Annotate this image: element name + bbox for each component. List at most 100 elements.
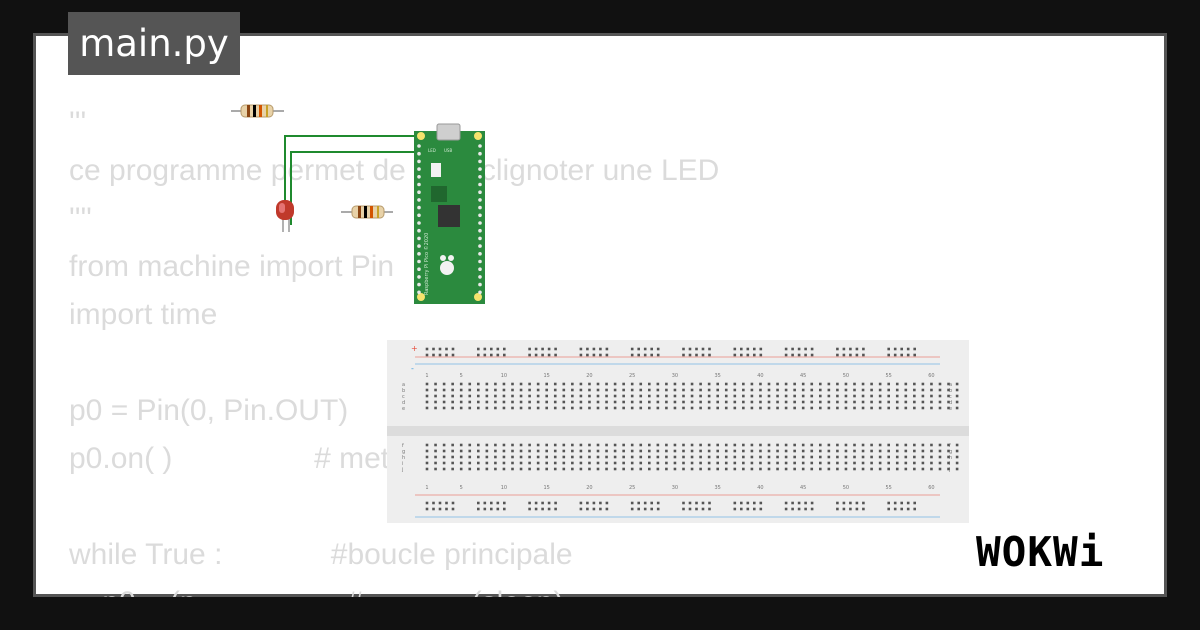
breadboard-hole[interactable] xyxy=(853,388,856,392)
breadboard-hole[interactable] xyxy=(519,455,523,459)
breadboard-hole[interactable] xyxy=(485,455,489,459)
breadboard-hole[interactable] xyxy=(468,461,472,465)
breadboard-hole[interactable] xyxy=(716,467,719,471)
breadboard-hole[interactable] xyxy=(895,406,899,410)
breadboard-hole[interactable] xyxy=(733,353,737,357)
breadboard-hole[interactable] xyxy=(855,353,859,357)
breadboard-hole[interactable] xyxy=(746,501,750,505)
breadboard-hole[interactable] xyxy=(605,501,609,505)
breadboard-hole[interactable] xyxy=(648,406,651,410)
breadboard-hole[interactable] xyxy=(656,449,660,453)
breadboard-hole[interactable] xyxy=(605,461,608,465)
breadboard-hole[interactable] xyxy=(810,382,814,386)
breadboard-hole[interactable] xyxy=(547,501,551,505)
breadboard-hole[interactable] xyxy=(753,507,756,511)
breadboard-hole[interactable] xyxy=(913,382,916,386)
breadboard-hole[interactable] xyxy=(801,382,805,386)
breadboard-hole[interactable] xyxy=(887,394,890,398)
breadboard-hole[interactable] xyxy=(955,394,959,398)
breadboard-hole[interactable] xyxy=(656,455,660,459)
breadboard-hole[interactable] xyxy=(742,449,745,453)
breadboard-hole[interactable] xyxy=(571,406,574,410)
breadboard-hole[interactable] xyxy=(913,347,916,351)
breadboard-hole[interactable] xyxy=(836,449,839,453)
breadboard-hole[interactable] xyxy=(554,347,557,351)
breadboard-hole[interactable] xyxy=(784,394,788,398)
breadboard-hole[interactable] xyxy=(519,400,523,404)
breadboard-hole[interactable] xyxy=(893,501,897,505)
breadboard-hole[interactable] xyxy=(445,501,448,505)
breadboard-hole[interactable] xyxy=(836,461,839,465)
breadboard-hole[interactable] xyxy=(451,467,454,471)
breadboard-hole[interactable] xyxy=(553,449,557,453)
breadboard-hole[interactable] xyxy=(853,394,856,398)
breadboard-hole[interactable] xyxy=(511,467,514,471)
breadboard-hole[interactable] xyxy=(862,507,865,511)
breadboard-hole[interactable] xyxy=(707,388,711,392)
breadboard-hole[interactable] xyxy=(695,347,698,351)
breadboard-hole[interactable] xyxy=(904,461,908,465)
breadboard-hole[interactable] xyxy=(503,347,506,351)
breadboard-hole[interactable] xyxy=(784,455,788,459)
breadboard-hole[interactable] xyxy=(753,347,756,351)
breadboard-hole[interactable] xyxy=(746,507,750,511)
breadboard-hole[interactable] xyxy=(836,443,839,447)
breadboard-hole[interactable] xyxy=(699,461,702,465)
breadboard-hole[interactable] xyxy=(784,406,788,410)
breadboard-hole[interactable] xyxy=(519,388,523,392)
pico-pin[interactable] xyxy=(478,182,482,187)
breadboard-hole[interactable] xyxy=(451,406,454,410)
breadboard-hole[interactable] xyxy=(534,507,538,511)
breadboard-hole[interactable] xyxy=(791,353,794,357)
pico-pin[interactable] xyxy=(417,205,421,210)
pico-pin[interactable] xyxy=(478,282,482,287)
breadboard-hole[interactable] xyxy=(707,382,711,386)
breadboard-hole[interactable] xyxy=(921,455,925,459)
breadboard-hole[interactable] xyxy=(767,449,771,453)
breadboard-hole[interactable] xyxy=(494,467,497,471)
breadboard-hole[interactable] xyxy=(622,406,625,410)
breadboard-hole[interactable] xyxy=(562,449,566,453)
breadboard-hole[interactable] xyxy=(750,400,754,404)
breadboard-hole[interactable] xyxy=(827,406,831,410)
breadboard-hole[interactable] xyxy=(442,461,446,465)
breadboard-hole[interactable] xyxy=(425,501,429,505)
breadboard-hole[interactable] xyxy=(819,382,822,386)
breadboard-hole[interactable] xyxy=(485,406,489,410)
breadboard-hole[interactable] xyxy=(562,394,566,398)
breadboard-hole[interactable] xyxy=(545,406,548,410)
breadboard-hole[interactable] xyxy=(878,467,882,471)
breadboard-hole[interactable] xyxy=(784,443,788,447)
breadboard-hole[interactable] xyxy=(528,388,531,392)
breadboard-hole[interactable] xyxy=(930,406,933,410)
breadboard-hole[interactable] xyxy=(496,353,500,357)
breadboard-hole[interactable] xyxy=(545,394,548,398)
breadboard-hole[interactable] xyxy=(536,449,540,453)
breadboard-hole[interactable] xyxy=(895,443,899,447)
breadboard-hole[interactable] xyxy=(716,455,719,459)
breadboard-hole[interactable] xyxy=(791,501,794,505)
breadboard-hole[interactable] xyxy=(613,455,617,459)
breadboard-hole[interactable] xyxy=(599,353,602,357)
breadboard-hole[interactable] xyxy=(579,443,583,447)
breadboard-hole[interactable] xyxy=(579,400,583,404)
breadboard-hole[interactable] xyxy=(793,449,796,453)
breadboard-hole[interactable] xyxy=(571,400,574,404)
breadboard-hole[interactable] xyxy=(639,388,643,392)
pico-pin[interactable] xyxy=(478,244,482,248)
breadboard-hole[interactable] xyxy=(605,394,608,398)
breadboard-hole[interactable] xyxy=(900,507,903,511)
breadboard-hole[interactable] xyxy=(776,467,779,471)
breadboard-hole[interactable] xyxy=(904,455,908,459)
breadboard-hole[interactable] xyxy=(767,394,771,398)
breadboard-hole[interactable] xyxy=(639,443,643,447)
breadboard-hole[interactable] xyxy=(827,382,831,386)
breadboard[interactable]: + - 115510101515202025253030353540404545… xyxy=(387,340,969,523)
breadboard-hole[interactable] xyxy=(793,400,796,404)
breadboard-hole[interactable] xyxy=(716,400,719,404)
breadboard-hole[interactable] xyxy=(643,507,647,511)
breadboard-hole[interactable] xyxy=(759,347,763,351)
breadboard-hole[interactable] xyxy=(425,347,429,351)
breadboard-hole[interactable] xyxy=(630,507,634,511)
breadboard-hole[interactable] xyxy=(844,449,848,453)
